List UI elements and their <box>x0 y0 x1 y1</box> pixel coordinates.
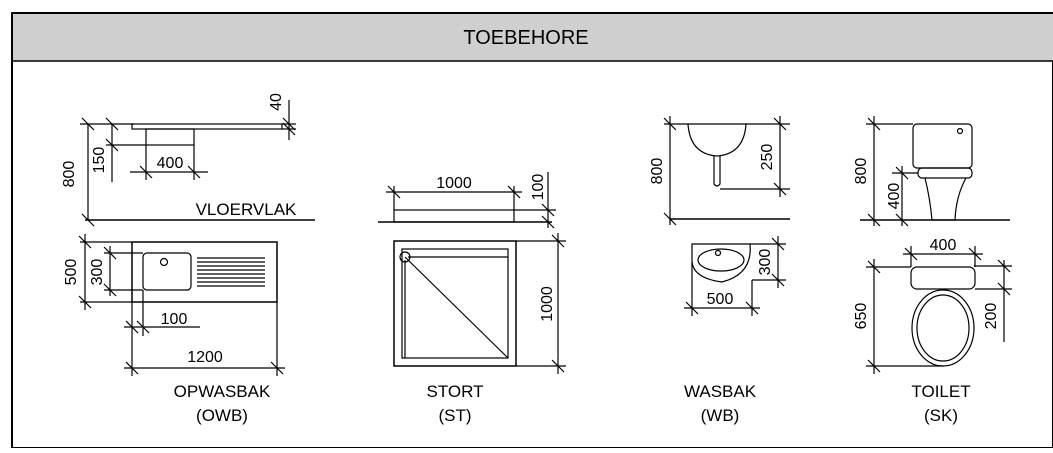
wb-name: WASBAK <box>684 382 757 401</box>
sk-seat-elevation <box>917 167 973 179</box>
st-plan-outline <box>393 240 517 367</box>
owb-basin-elevation <box>145 128 195 146</box>
owb-dim-1200: 1200 <box>187 349 223 366</box>
wb-trap <box>713 156 721 187</box>
st-dim-1000-width: 1000 <box>436 175 472 192</box>
st-name: STORT <box>427 382 484 401</box>
wb-plan-outline <box>691 243 751 283</box>
owb-drain-icon <box>159 257 169 267</box>
owb-name: OPWASBAK <box>174 382 271 401</box>
sk-dim-800: 800 <box>853 158 870 185</box>
owb-dim-400: 400 <box>157 155 184 172</box>
owb-plan-outline <box>131 241 278 303</box>
wb-dim-500: 500 <box>707 291 734 308</box>
wasbak-group <box>663 116 790 316</box>
sk-tank-plan <box>910 266 976 290</box>
sk-seat-plan <box>911 289 975 367</box>
st-dim-1000-depth: 1000 <box>539 286 556 322</box>
owb-plan-basin <box>142 252 192 291</box>
owb-dim-800: 800 <box>61 161 78 188</box>
opwasbak-group <box>78 100 315 376</box>
wb-code: (WB) <box>701 406 740 425</box>
st-diagonal <box>404 256 509 359</box>
sk-pedestal <box>924 177 967 221</box>
st-code: (ST) <box>438 406 471 425</box>
sk-flush-button-icon <box>956 127 964 135</box>
st-tray-elevation <box>393 209 515 223</box>
st-plan-inner <box>401 248 509 359</box>
wb-drain-icon <box>714 249 722 257</box>
sk-bowl-plan <box>916 294 970 362</box>
st-dim-100: 100 <box>530 174 547 201</box>
wb-dim-800: 800 <box>649 158 666 185</box>
wb-dim-250: 250 <box>759 144 776 171</box>
sk-tank <box>912 123 973 169</box>
sheet-title: TOEBEHORE <box>463 27 588 49</box>
toilet-group <box>860 116 1012 374</box>
sk-dim-400-width: 400 <box>930 237 957 254</box>
sk-code: (SK) <box>924 406 958 425</box>
owb-dim-100: 100 <box>161 311 188 328</box>
owb-dim-40: 40 <box>268 93 285 111</box>
wb-plan-basin <box>697 248 745 272</box>
owb-drainboard-ribs <box>197 257 265 287</box>
wb-dim-300: 300 <box>757 249 774 276</box>
wb-basin-elevation <box>687 123 747 157</box>
owb-floor-label: VLOERVLAK <box>196 200 297 219</box>
owb-dim-500: 500 <box>63 259 80 286</box>
sk-dim-650: 650 <box>853 303 870 330</box>
header-band <box>13 14 1053 61</box>
sk-dim-400-height: 400 <box>886 183 903 210</box>
owb-dim-150: 150 <box>91 147 108 174</box>
stort-group <box>378 172 566 374</box>
owb-code: (OWB) <box>196 406 248 425</box>
owb-counter-top <box>131 123 283 130</box>
owb-dim-300: 300 <box>89 259 106 286</box>
sk-name: TOILET <box>911 382 970 401</box>
frame <box>11 12 1053 449</box>
sk-dim-200: 200 <box>983 303 1000 330</box>
